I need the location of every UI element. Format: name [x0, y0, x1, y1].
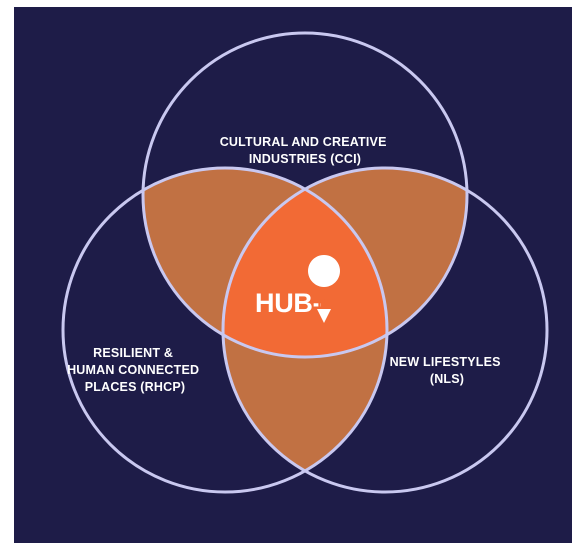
- logo-wordmark: HUB-: [255, 288, 321, 318]
- logo-pin-text: IN: [318, 296, 331, 311]
- label-cci: CULTURAL AND CREATIVE INDUSTRIES (CCI): [220, 135, 391, 166]
- overlap-all-three: [223, 168, 387, 357]
- label-nls: NEW LIFESTYLES (NLS): [390, 355, 505, 386]
- circle-rhcp: [61, 166, 389, 494]
- hub-in-logo: HUB- IN: [255, 255, 341, 323]
- circle-cci: [141, 31, 469, 359]
- location-pin-icon: [308, 255, 341, 323]
- circle-nls: [221, 166, 549, 494]
- label-rhcp: RESILIENT & HUMAN CONNECTED PLACES (RHCP…: [67, 346, 203, 394]
